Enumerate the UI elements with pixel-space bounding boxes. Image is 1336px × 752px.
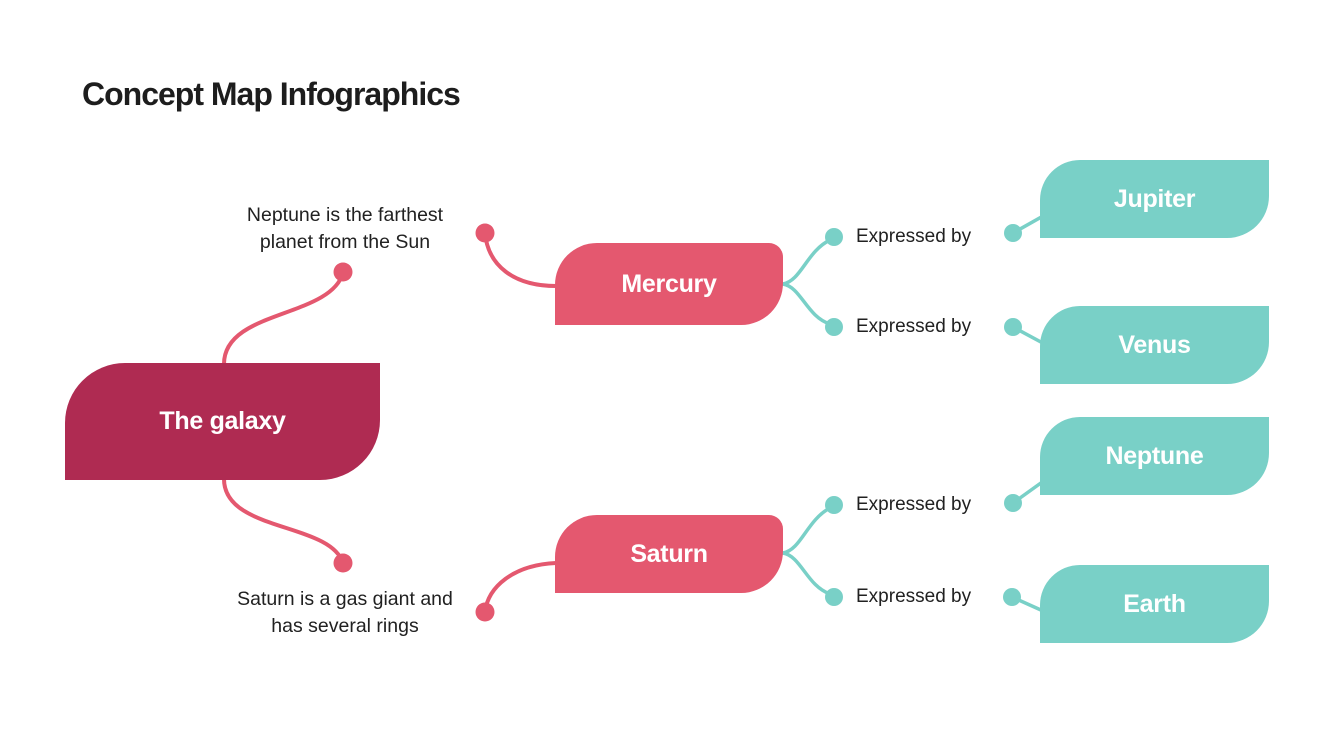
leaf-node-label: Earth <box>1123 589 1186 618</box>
neptune-dot <box>1004 494 1022 512</box>
relation-label-jupiter: Expressed by <box>856 226 972 247</box>
branch-node-saturn: Saturn <box>555 515 783 593</box>
leaf-node-venus: Venus <box>1040 306 1269 384</box>
leaf-node-label: Jupiter <box>1113 184 1196 213</box>
mercury-branch-up-curve <box>781 238 832 286</box>
annotation-line: has several rings <box>271 615 419 637</box>
root-node-label: The galaxy <box>159 407 286 435</box>
leaf-node-label: Venus <box>1118 330 1191 359</box>
root-node-the-galaxy: The galaxy <box>65 363 380 480</box>
saturn-up-dot <box>825 496 843 514</box>
root-top-dot <box>333 262 353 282</box>
relation-label-neptune: Expressed by <box>856 494 972 515</box>
saturn-link-dot <box>475 602 495 622</box>
saturn-down-dot <box>825 588 843 606</box>
branch-node-mercury: Mercury <box>555 243 783 325</box>
saturn-branch-up-curve <box>781 506 832 555</box>
annotation-line: Saturn is a gas giant and <box>237 588 453 610</box>
annotation-saturn-fact: Saturn is a gas giant and has several ri… <box>190 586 500 640</box>
annotation-neptune-fact: Neptune is the farthest planet from the … <box>190 202 500 256</box>
mercury-up-dot <box>825 228 843 246</box>
annotation-line: planet from the Sun <box>259 231 431 253</box>
relation-label-venus: Expressed by <box>856 316 972 337</box>
leaf-node-jupiter: Jupiter <box>1040 160 1269 238</box>
annotation-line: Neptune is the farthest <box>246 204 444 226</box>
leaf-node-earth: Earth <box>1040 565 1269 643</box>
leaf-node-neptune: Neptune <box>1040 417 1269 495</box>
jupiter-dot <box>1004 224 1022 242</box>
relation-label-earth: Expressed by <box>856 586 972 607</box>
branch-node-label: Saturn <box>630 539 708 568</box>
branch-node-label: Mercury <box>621 269 717 298</box>
saturn-branch-down-curve <box>781 551 832 596</box>
mercury-link-curve <box>483 231 558 288</box>
page-title: Concept Map Infographics <box>82 76 461 112</box>
venus-dot <box>1004 318 1022 336</box>
leaf-node-label: Neptune <box>1105 441 1204 470</box>
mercury-branch-down-curve <box>781 282 832 326</box>
mercury-down-dot <box>825 318 843 336</box>
root-bottom-dot <box>333 553 353 573</box>
mercury-link-dot <box>475 223 495 243</box>
earth-dot <box>1003 588 1021 606</box>
